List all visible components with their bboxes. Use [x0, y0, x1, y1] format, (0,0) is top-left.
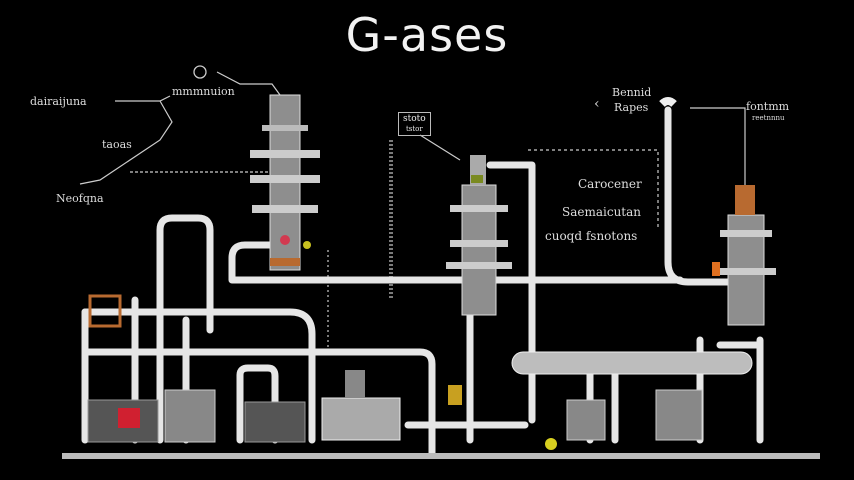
column-left [250, 94, 320, 271]
horizontal-drum [511, 351, 753, 375]
orange-valve [712, 262, 720, 276]
equipment [87, 294, 703, 450]
tank-small [566, 399, 606, 441]
motor-unit [321, 397, 401, 441]
leader-line-top [216, 71, 281, 96]
gauge-icon [193, 65, 207, 79]
label-left-bottom: Neofqna [56, 192, 104, 205]
label-box: stoto tstor [398, 112, 431, 136]
copper-valve-left [88, 294, 122, 328]
red-indicator [280, 235, 290, 245]
green-indicator [471, 175, 483, 183]
column-center-flange [450, 205, 508, 212]
column-left-flange [262, 125, 308, 131]
pump-mid [244, 401, 306, 443]
note-frame [528, 149, 659, 230]
column-center-flange [450, 240, 508, 247]
column-right [712, 185, 776, 326]
column-left-flange [250, 175, 320, 183]
label-box-line2: tstor [405, 125, 423, 133]
column-right-flange [716, 268, 776, 275]
label-right-a2: Rapes [614, 101, 649, 114]
pipe-outlet [659, 97, 677, 107]
copper-fitting [270, 258, 300, 266]
label-box-line1: stoto [403, 114, 426, 124]
leader-line-left [79, 95, 173, 185]
column-center [446, 155, 512, 316]
column-center-flange [446, 262, 512, 269]
tank-right [655, 389, 703, 441]
gauge-box [448, 385, 462, 405]
pipe-main-header [228, 241, 684, 284]
note-line-2: Saemaicutan [562, 205, 642, 219]
filter-unit [164, 389, 216, 443]
column-center-body [461, 184, 497, 316]
yellow-indicator [303, 241, 311, 249]
diagram-title: G-ases [345, 8, 509, 62]
label-right-b2: reetnnnu [752, 114, 785, 122]
label-left-mid: taoas [102, 138, 132, 151]
label-right-a1: Bennid [612, 86, 652, 99]
pipe-column-feed [486, 161, 536, 424]
column-left-flange [250, 150, 320, 158]
motor-top [345, 370, 365, 398]
pipe-lower-horizontal [81, 348, 436, 459]
pipe-upper-horizontal [81, 308, 316, 444]
chevron-left-icon: ‹ [594, 96, 600, 112]
dashed-line-box [389, 140, 393, 300]
note-line-3: cuoqd fsnotons [545, 229, 638, 243]
leader-right [690, 107, 746, 185]
pipe-loop-left [156, 214, 214, 444]
base-platform [62, 453, 820, 459]
leader-box [419, 134, 461, 161]
pipe-small-loop [236, 364, 279, 444]
label-top-center: mmmnuion [172, 85, 235, 98]
label-left-top: dairaijuna [30, 95, 87, 108]
yellow-gauge [545, 438, 557, 450]
column-right-flange [720, 230, 772, 237]
column-left-flange [252, 205, 318, 213]
note-line-1: Carocener [578, 177, 642, 191]
pipe-right-riser [664, 106, 744, 286]
red-panel [118, 408, 140, 428]
column-right-copper-top [735, 185, 755, 215]
label-right-b1: fontmm [746, 100, 790, 113]
